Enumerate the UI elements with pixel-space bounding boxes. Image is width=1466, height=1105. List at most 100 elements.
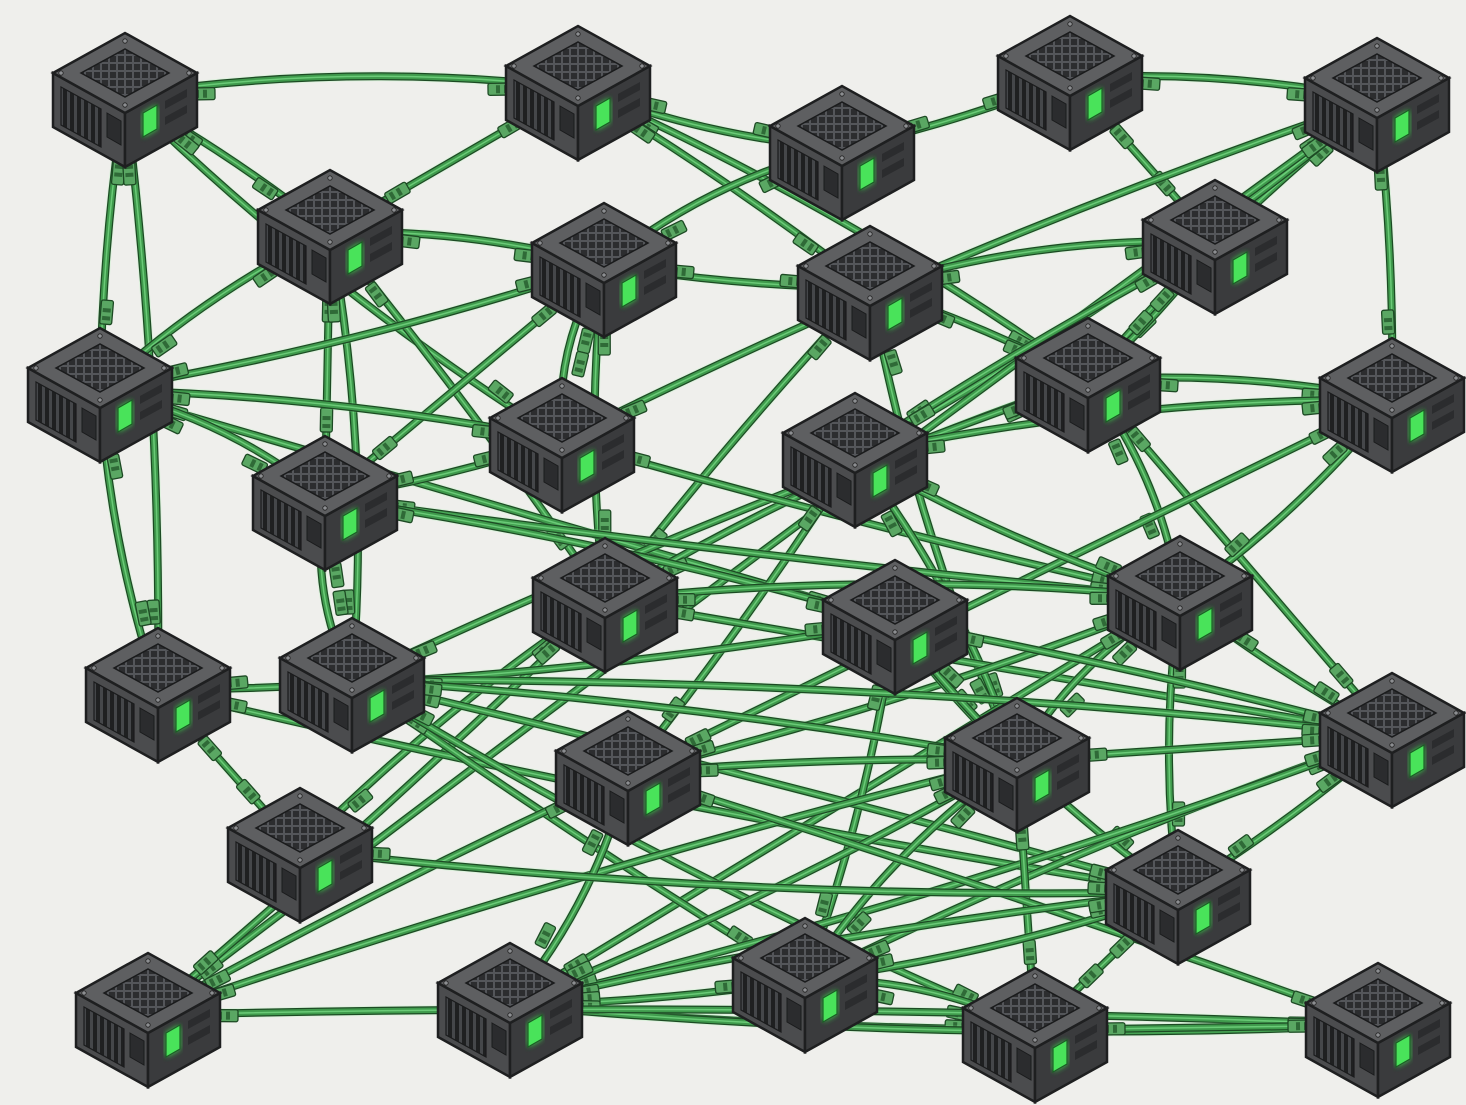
top-grill bbox=[112, 643, 204, 693]
connector-rib bbox=[689, 736, 697, 746]
connector-rib bbox=[1110, 564, 1118, 574]
server-node bbox=[767, 84, 917, 223]
network-cable bbox=[574, 83, 1092, 385]
screw-icon bbox=[327, 175, 333, 181]
cable-connector bbox=[1224, 532, 1250, 558]
connector-rib bbox=[1323, 777, 1332, 787]
connector-rib bbox=[249, 458, 257, 468]
port-panel bbox=[139, 707, 155, 741]
network-cable bbox=[348, 675, 809, 985]
cable-connector bbox=[1329, 662, 1354, 689]
cable-connector bbox=[571, 350, 590, 378]
connector-rib bbox=[806, 242, 815, 252]
side-port bbox=[910, 298, 932, 318]
connector-rib bbox=[942, 667, 952, 676]
port-panel bbox=[543, 457, 559, 491]
connector-rib bbox=[215, 974, 224, 984]
front-vents bbox=[1113, 882, 1155, 946]
screw-icon bbox=[322, 441, 328, 447]
top-grill bbox=[559, 553, 651, 603]
screw-icon bbox=[1310, 75, 1316, 81]
server-node bbox=[1103, 828, 1253, 967]
connector-rib bbox=[1137, 316, 1147, 326]
server-node bbox=[1105, 534, 1255, 673]
connector-rib bbox=[1097, 867, 1104, 877]
connector-rib bbox=[937, 778, 944, 787]
connector-rib bbox=[183, 140, 192, 149]
connector-rib bbox=[880, 992, 886, 1002]
top-grill bbox=[1024, 31, 1116, 81]
screw-icon bbox=[97, 397, 103, 403]
port-panel bbox=[281, 867, 297, 901]
connector-rib bbox=[705, 766, 711, 775]
side-port bbox=[618, 98, 640, 118]
screw-icon bbox=[1149, 355, 1155, 361]
status-light bbox=[1395, 1033, 1411, 1069]
connector-rib bbox=[538, 311, 547, 321]
connector-rib bbox=[114, 172, 123, 178]
screw-icon bbox=[1014, 703, 1020, 709]
connector-rib bbox=[1144, 520, 1154, 528]
screw-icon bbox=[1096, 1005, 1102, 1011]
connector-rib bbox=[1100, 617, 1107, 627]
server-node bbox=[503, 24, 653, 163]
connector-rib bbox=[155, 344, 164, 354]
screw-icon bbox=[1175, 835, 1181, 841]
connector-rib bbox=[406, 237, 412, 246]
screw-icon bbox=[571, 980, 577, 986]
connector-rib bbox=[722, 982, 728, 991]
screw-icon bbox=[1453, 375, 1459, 381]
connector-rib bbox=[1320, 687, 1329, 697]
screw-icon bbox=[537, 240, 543, 246]
front-vents bbox=[513, 78, 555, 142]
screw-icon bbox=[788, 430, 794, 436]
cable-connector bbox=[531, 302, 558, 328]
connector-rib bbox=[329, 309, 339, 315]
screw-icon bbox=[1175, 899, 1181, 905]
server-node bbox=[553, 709, 703, 848]
screw-icon bbox=[1078, 735, 1084, 741]
status-light bbox=[887, 296, 903, 332]
connector-rib bbox=[168, 420, 176, 430]
network-cable bbox=[558, 95, 1381, 445]
screw-icon bbox=[361, 825, 367, 831]
connector-rib bbox=[336, 598, 345, 604]
connector-rib bbox=[875, 944, 883, 954]
server-node bbox=[995, 14, 1145, 153]
connector-rib bbox=[941, 790, 949, 800]
server-node bbox=[530, 536, 680, 675]
connector-rib bbox=[162, 340, 170, 350]
server-node bbox=[1013, 316, 1163, 455]
connector-rib bbox=[574, 367, 584, 373]
connector-rib bbox=[682, 595, 688, 604]
top-grill bbox=[1346, 688, 1438, 738]
connector-rib bbox=[819, 338, 828, 347]
connector-rib bbox=[920, 409, 928, 419]
connector-rib bbox=[879, 957, 886, 966]
connector-rib bbox=[1329, 450, 1338, 459]
cable-connector bbox=[364, 281, 389, 308]
status-light bbox=[1409, 408, 1425, 444]
connector-rib bbox=[149, 615, 159, 621]
connector-rib bbox=[1018, 837, 1027, 843]
connector-rib bbox=[382, 442, 391, 452]
screw-icon bbox=[802, 923, 808, 929]
top-grill bbox=[284, 185, 376, 235]
screw-icon bbox=[575, 95, 581, 101]
screw-icon bbox=[33, 365, 39, 371]
connector-rib bbox=[632, 404, 640, 414]
connector-rib bbox=[820, 899, 829, 906]
status-light bbox=[579, 448, 595, 484]
port-panel bbox=[1373, 417, 1389, 451]
status-light bbox=[342, 506, 358, 542]
status-light bbox=[822, 988, 838, 1024]
cable-connector bbox=[319, 407, 334, 433]
status-light bbox=[859, 156, 875, 192]
side-port bbox=[165, 105, 187, 125]
connector-rib bbox=[681, 609, 687, 618]
front-vents bbox=[1312, 90, 1354, 154]
connector-rib bbox=[1327, 691, 1336, 701]
connector-rib bbox=[1335, 670, 1345, 679]
connector-rib bbox=[388, 191, 397, 201]
side-port bbox=[550, 1015, 572, 1035]
